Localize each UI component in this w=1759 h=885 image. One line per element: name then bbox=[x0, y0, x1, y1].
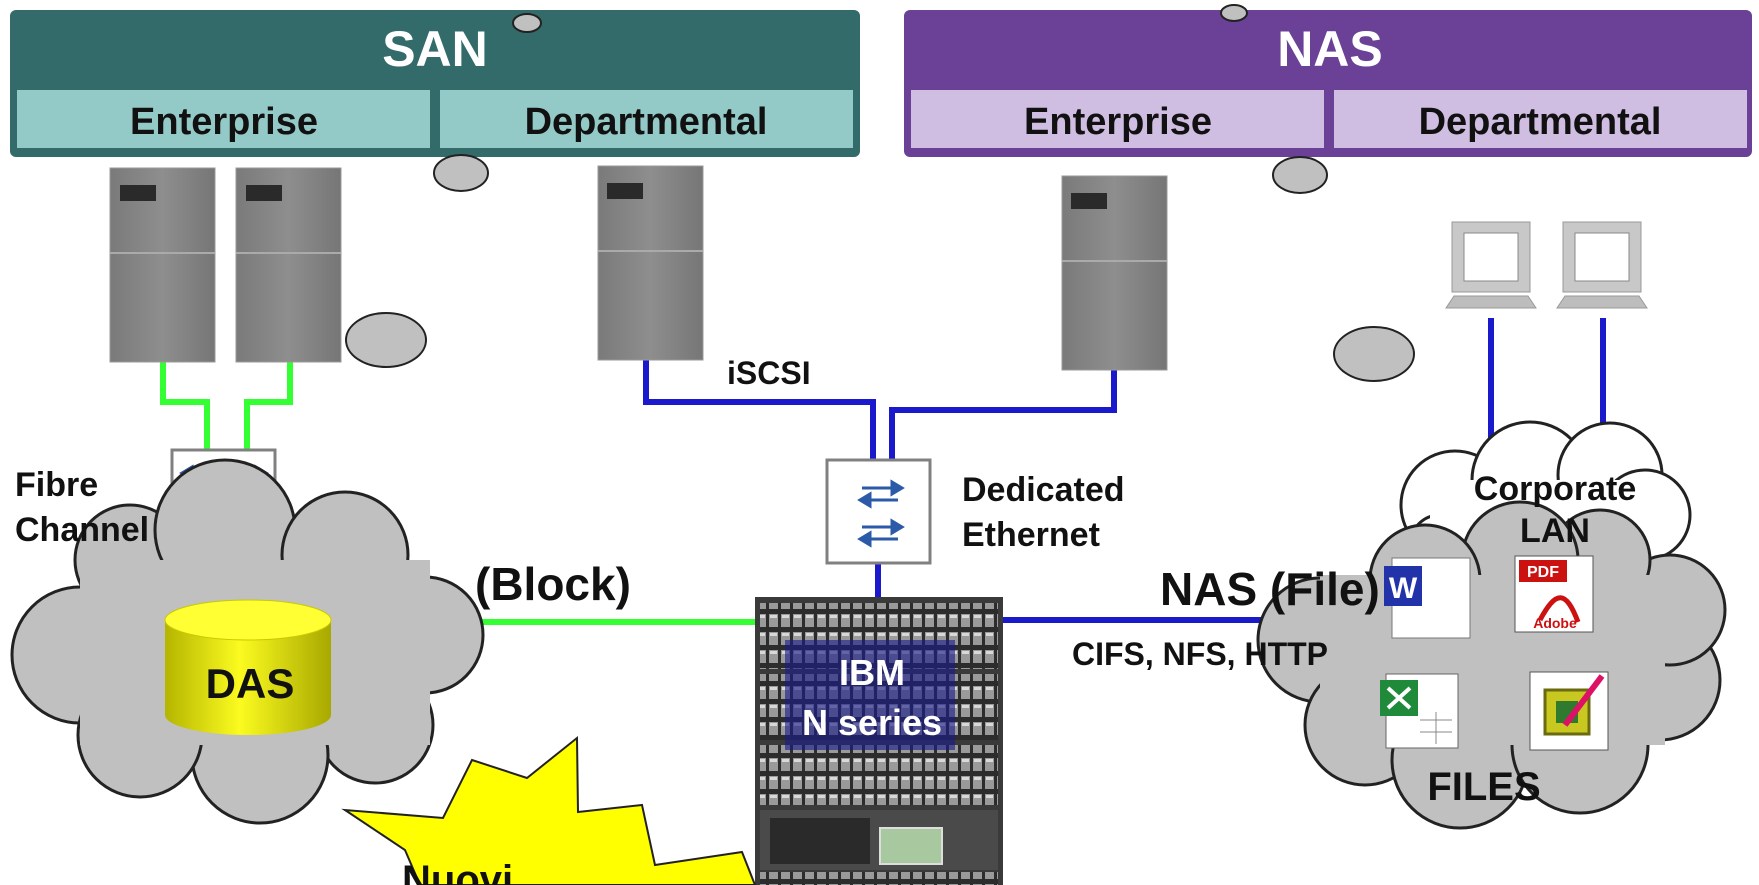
ethernet-switch-icon bbox=[825, 458, 932, 565]
nas-title: NAS bbox=[1277, 21, 1383, 77]
san-title: SAN bbox=[382, 21, 488, 77]
nas-file-label: NAS (File) bbox=[1160, 563, 1380, 615]
dedicated-ethernet-label-line1: Dedicated bbox=[962, 471, 1125, 509]
nas-header: NAS Enterprise Departmental bbox=[904, 10, 1752, 157]
corporate-lan-label-line1: Corporate bbox=[1474, 470, 1636, 508]
oval-icon bbox=[1272, 156, 1328, 194]
fibre-channel-label-line2: Channel bbox=[15, 511, 149, 549]
ibm-n-series-storage bbox=[755, 597, 1003, 885]
nas-enterprise-server bbox=[1061, 175, 1168, 371]
das-disk-icon bbox=[164, 599, 332, 735]
image-edit-icon bbox=[1529, 671, 1609, 751]
workstation-icon bbox=[1556, 221, 1648, 309]
files-cloud bbox=[1256, 500, 1727, 830]
nas-enterprise-cell bbox=[911, 90, 1324, 148]
iscsi-label: iSCSI bbox=[727, 355, 811, 391]
oval-icon bbox=[433, 154, 489, 192]
workstation-icon bbox=[1445, 221, 1537, 309]
nuovi-label: Nuovi bbox=[402, 858, 513, 885]
oval-icon bbox=[1333, 326, 1415, 382]
nas-departmental-cell bbox=[1334, 90, 1747, 148]
starburst-shape bbox=[341, 735, 757, 885]
san-enterprise-cell bbox=[17, 90, 430, 148]
block-label: (Block) bbox=[475, 558, 631, 610]
adobe-icon-label: Adobe bbox=[1533, 615, 1577, 631]
san-enterprise-label: Enterprise bbox=[130, 101, 318, 143]
word-icon: W bbox=[1384, 557, 1471, 639]
das-label: DAS bbox=[206, 660, 295, 707]
nas-departmental-label: Departmental bbox=[1419, 101, 1662, 143]
ibm-label: IBM bbox=[839, 652, 905, 693]
oval-icon bbox=[345, 312, 427, 368]
pdf-icon-label: PDF bbox=[1527, 564, 1559, 581]
files-label: FILES bbox=[1427, 765, 1540, 809]
small-oval-icon bbox=[512, 13, 542, 33]
pdf-icon: PDF Adobe bbox=[1514, 555, 1594, 633]
san-departmental-cell bbox=[440, 90, 853, 148]
san-enterprise-server-2 bbox=[235, 167, 342, 363]
san-enterprise-server-1 bbox=[109, 167, 216, 363]
san-header: SAN Enterprise Departmental bbox=[10, 10, 860, 157]
word-icon-letter: W bbox=[1389, 572, 1418, 605]
san-departmental-label: Departmental bbox=[525, 101, 768, 143]
small-oval-icon bbox=[1220, 4, 1248, 22]
excel-icon bbox=[1380, 673, 1459, 749]
dedicated-ethernet-label-line2: Ethernet bbox=[962, 516, 1100, 554]
protocols-label: CIFS, NFS, HTTP bbox=[1072, 636, 1328, 672]
fibre-channel-label-line1: Fibre bbox=[15, 466, 98, 504]
san-departmental-server bbox=[597, 165, 704, 361]
corporate-lan-label-line2: LAN bbox=[1520, 512, 1590, 550]
nas-enterprise-label: Enterprise bbox=[1024, 101, 1212, 143]
n-series-label: N series bbox=[802, 702, 942, 743]
